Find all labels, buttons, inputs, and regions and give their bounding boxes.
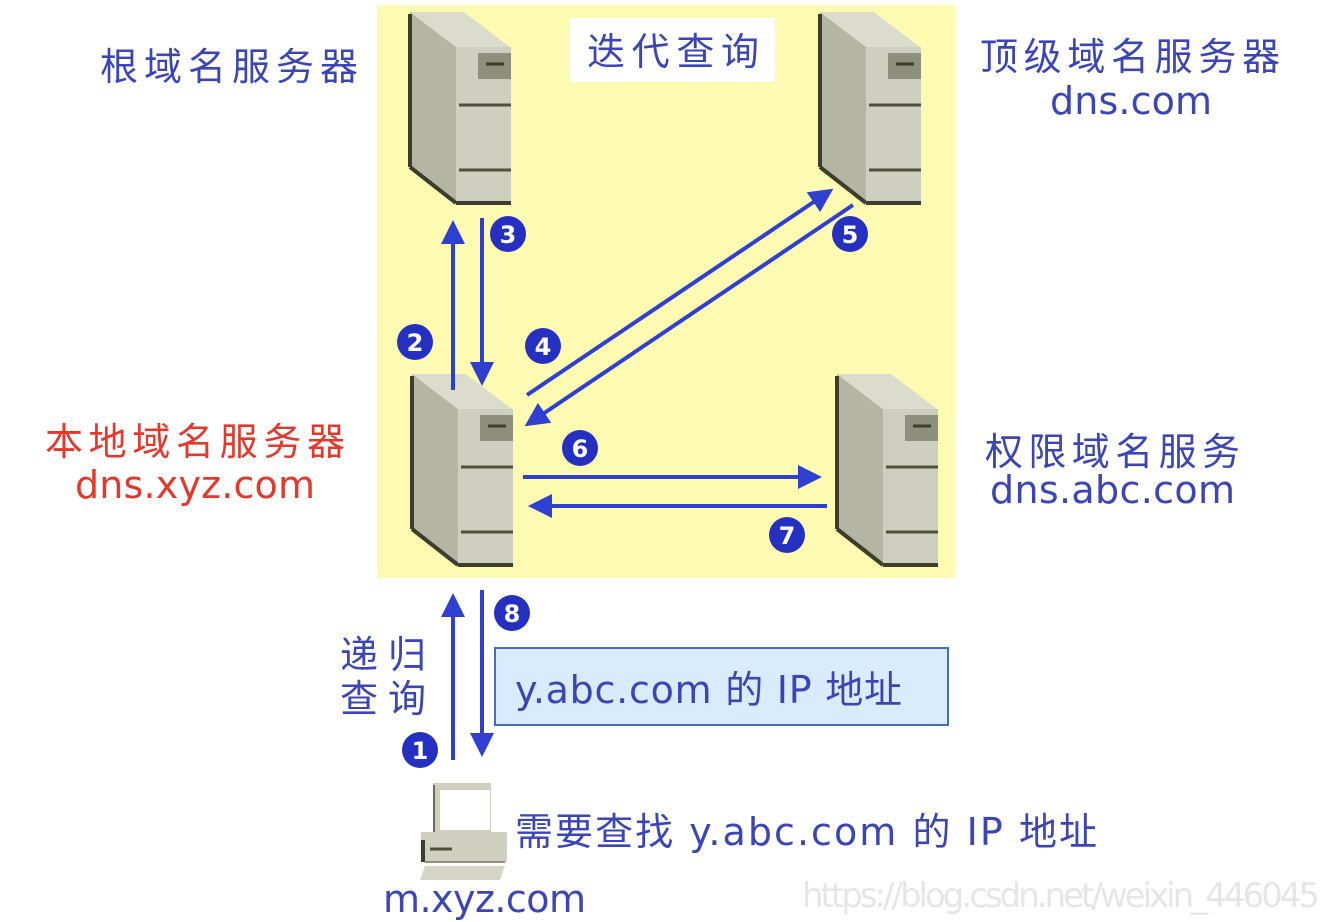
- step-badge-1: 1: [412, 737, 429, 765]
- step-badge-7: 7: [779, 522, 796, 550]
- root-server-icon: [408, 10, 513, 205]
- recursive-label-line-1: 递归: [340, 633, 426, 677]
- tld-server-label: 顶级域名服务器: [980, 35, 1280, 79]
- tld-server-domain: dns.com: [1050, 79, 1212, 123]
- step-badge-5: 5: [842, 221, 859, 249]
- recursive-label-line-2: 查询: [340, 677, 426, 721]
- step-badge-4: 4: [535, 333, 552, 361]
- tld-server-icon: [818, 10, 923, 205]
- step-badge-8: 8: [504, 600, 521, 628]
- step-badge-3: 3: [500, 221, 517, 249]
- root-server-label: 根域名服务器: [100, 45, 358, 89]
- arrow-step-5: [524, 203, 855, 427]
- authoritative-server-icon: [835, 372, 940, 567]
- step-badge-2: 2: [407, 329, 424, 357]
- arrow-step-4: [525, 188, 834, 397]
- local-server-label: 本地域名服务器: [45, 420, 345, 464]
- step-badge-6: 6: [572, 435, 589, 463]
- local-server-icon: [410, 372, 515, 567]
- title-box: [570, 18, 775, 82]
- answer-box-text: y.abc.com 的 IP 地址: [515, 668, 902, 712]
- client-task-label: 需要查找 y.abc.com 的 IP 地址: [515, 810, 1097, 854]
- client-domain: m.xyz.com: [383, 877, 586, 921]
- authoritative-server-domain: dns.abc.com: [990, 468, 1235, 512]
- answer-box: [494, 647, 949, 726]
- local-server-domain: dns.xyz.com: [75, 463, 315, 507]
- watermark: https://blog.csdn.net/weixin_446045: [802, 876, 1320, 916]
- client-computer-icon: [420, 783, 507, 880]
